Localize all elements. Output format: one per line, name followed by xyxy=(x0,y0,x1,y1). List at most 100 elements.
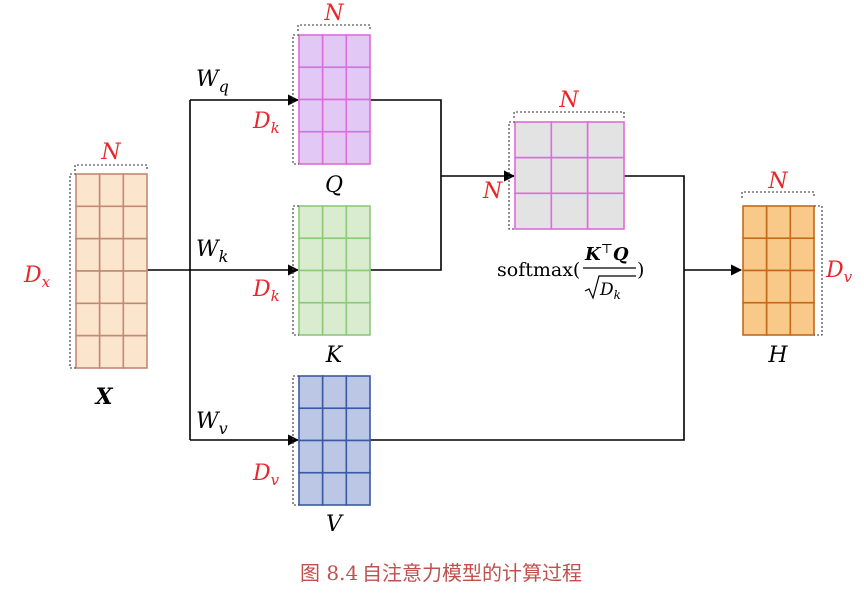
k-left-bracket xyxy=(292,205,299,336)
matrix-v-cell xyxy=(345,375,371,410)
matrix-q-cell xyxy=(345,66,371,101)
a-top-bracket xyxy=(513,111,625,118)
matrix-q-cell xyxy=(321,34,348,69)
v-name: V xyxy=(326,512,344,537)
h-top-bracket xyxy=(741,191,815,198)
matrix-v-cell xyxy=(298,439,324,474)
matrix-k-cell xyxy=(345,205,371,240)
matrix-a-cell xyxy=(550,192,589,230)
formula-numerator: K⊤Q xyxy=(584,242,629,265)
matrix-v xyxy=(298,375,371,506)
matrix-v-cell xyxy=(345,439,371,474)
softmax-func: softmax( xyxy=(497,259,580,281)
matrix-q-cell xyxy=(298,34,324,69)
matrix-k-cell xyxy=(321,301,348,336)
v-out-line xyxy=(370,270,685,441)
matrix-h-cell xyxy=(765,205,792,240)
matrix-a-cell xyxy=(586,156,625,195)
v-left-bracket xyxy=(292,375,299,506)
matrix-k xyxy=(298,205,371,336)
matrix-h-cell xyxy=(742,237,768,272)
a-rows-label: N xyxy=(482,179,503,204)
matrix-v-cell xyxy=(345,407,371,442)
matrix-q-cell xyxy=(345,98,371,133)
q-out-line xyxy=(370,99,442,176)
matrix-x-cell xyxy=(122,270,148,305)
h-cols-label: N xyxy=(767,169,788,194)
matrix-k-cell xyxy=(321,269,348,304)
x-name: X xyxy=(93,384,113,410)
matrix-k-cell xyxy=(345,269,371,304)
matrix-x-cell xyxy=(75,173,101,208)
matrix-h-cell xyxy=(765,269,792,304)
q-name: Q xyxy=(325,173,343,198)
attention-out-line xyxy=(624,175,685,270)
a-cols-label: N xyxy=(558,88,579,113)
matrix-x-cell xyxy=(98,270,125,305)
matrix-h-cell xyxy=(742,269,768,304)
dimension-labels: N Dx N Dk Dk Dv N N N Dv xyxy=(23,1,853,489)
matrix-a-cell xyxy=(514,156,553,195)
matrix-x-cell xyxy=(75,237,101,272)
q-left-bracket xyxy=(292,34,299,165)
matrix-x-cell xyxy=(98,237,125,272)
h-right-bracket xyxy=(814,205,823,336)
matrix-h-cell xyxy=(765,237,792,272)
matrix-attention xyxy=(514,121,625,230)
matrix-h-cell xyxy=(789,301,815,336)
matrix-x-cell xyxy=(122,334,148,369)
sqrt-sign xyxy=(584,275,636,300)
matrix-h-cell xyxy=(765,301,792,336)
matrix-k-cell xyxy=(321,205,348,240)
matrix-k-cell xyxy=(298,237,324,272)
matrix-x-cell xyxy=(98,205,125,240)
matrix-a-cell xyxy=(550,121,589,159)
matrix-x-cell xyxy=(98,302,125,337)
figure-caption: 图 8.4 自注意力模型的计算过程 xyxy=(300,561,582,585)
matrix-v-cell xyxy=(345,471,371,506)
matrix-v-cell xyxy=(298,471,324,506)
matrix-x-cell xyxy=(122,237,148,272)
matrix-v-cell xyxy=(321,375,348,410)
matrix-names: X Q K V H xyxy=(93,173,788,537)
matrix-x-cell xyxy=(98,173,125,208)
connections xyxy=(147,94,743,446)
v-rows-label: Dv xyxy=(252,461,280,489)
matrix-k-cell xyxy=(345,237,371,272)
q-rows-label: Dk xyxy=(252,109,280,137)
matrix-a-cell xyxy=(514,121,553,159)
x-top-bracket xyxy=(74,164,148,171)
formula-denominator: Dk xyxy=(599,280,621,302)
matrix-x-cell xyxy=(122,173,148,208)
matrix-q-cell xyxy=(321,98,348,133)
x-rows-label: Dx xyxy=(23,263,51,291)
matrix-k-cell xyxy=(345,301,371,336)
matrix-x-cell xyxy=(75,270,101,305)
caption-text: 自注意力模型的计算过程 xyxy=(362,561,582,585)
formula-close-paren: ) xyxy=(637,259,644,281)
softmax-formula: softmax( K⊤Q Dk ) xyxy=(497,242,644,302)
matrix-q-cell xyxy=(298,98,324,133)
k-rows-label: Dk xyxy=(252,277,280,305)
matrix-v-cell xyxy=(298,407,324,442)
wv-label: Wv xyxy=(196,409,228,438)
matrix-x-cell xyxy=(122,302,148,337)
k-out-line xyxy=(370,176,442,271)
matrix-x xyxy=(75,173,148,369)
matrix-v-cell xyxy=(321,439,348,474)
matrix-h xyxy=(742,205,815,336)
matrix-x-cell xyxy=(75,205,101,240)
h-rows-label: Dv xyxy=(825,258,853,286)
matrix-h-cell xyxy=(742,205,768,240)
matrix-k-cell xyxy=(298,301,324,336)
matrix-x-cell xyxy=(122,205,148,240)
matrix-q-cell xyxy=(298,130,324,165)
q-cols-label: N xyxy=(323,1,344,26)
matrix-q-cell xyxy=(345,34,371,69)
matrix-k-cell xyxy=(298,205,324,240)
wk-label: Wk xyxy=(196,237,228,266)
matrix-a-cell xyxy=(586,121,625,159)
matrix-k-cell xyxy=(321,237,348,272)
wq-label: Wq xyxy=(196,67,229,96)
